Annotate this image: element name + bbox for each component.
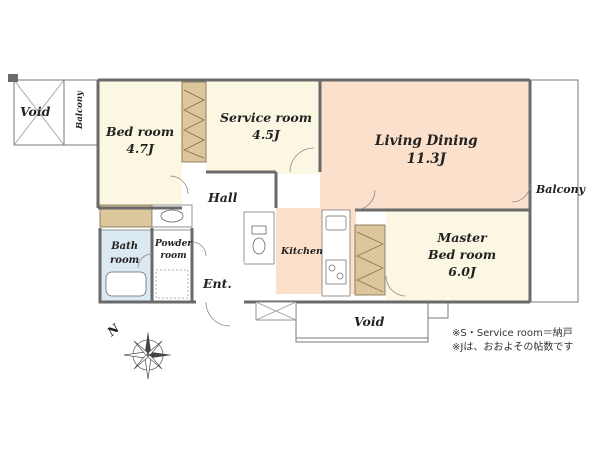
- master-label: Master Bed room 6.0J: [428, 230, 496, 281]
- living-dining-label: Living Dining 11.3J: [375, 132, 478, 168]
- service-room-label: Service room 4.5J: [220, 110, 312, 144]
- closet-master: [354, 224, 386, 296]
- living-dining-name: Living Dining: [375, 133, 478, 149]
- hall-label: Hall: [208, 190, 238, 205]
- kitchen-label: Kitchen: [281, 246, 323, 257]
- compass-rose: [123, 331, 172, 380]
- service-room-area: [206, 80, 320, 174]
- service-room-size: 4.5J: [252, 126, 280, 142]
- powder-line2: room: [160, 251, 187, 262]
- bedroom-size: 4.7J: [126, 140, 154, 156]
- powder-line1: Powder: [155, 239, 193, 249]
- living-dining-area: [320, 80, 530, 210]
- note-line1: ※S・Service room＝納戸: [452, 328, 573, 339]
- living-dining-size: 11.3J: [406, 151, 446, 168]
- bath-line1: Bath: [111, 241, 139, 252]
- door-swings: [137, 147, 531, 327]
- master-size: 6.0J: [448, 263, 476, 279]
- master-area: [386, 210, 530, 302]
- void-bottom-area: [295, 301, 429, 343]
- entrance-area: [196, 262, 244, 302]
- master-line2: Bed room: [428, 246, 497, 262]
- note-line2: ※Jは、おおよその帖数です: [452, 341, 574, 353]
- bedroom-area: [98, 80, 182, 208]
- void-bottom-label: Void: [354, 314, 385, 329]
- void-left-label: Void: [20, 104, 51, 119]
- bath-line2: room: [110, 254, 140, 266]
- closet-service: [181, 81, 207, 163]
- powder-label: Powder room: [155, 238, 192, 262]
- master-line1: Master: [437, 230, 487, 245]
- entrance-label: Ent.: [203, 276, 232, 291]
- notes-block: ※S・Service room＝納戸 ※Jは、おおよその帖数です: [452, 327, 573, 354]
- bath-label: Bath room: [110, 240, 139, 267]
- bedroom-name: Bed room: [106, 124, 175, 139]
- balcony-left-label: Balcony: [75, 91, 85, 129]
- bedroom-label: Bed room 4.7J: [106, 124, 174, 158]
- walls: [96, 78, 532, 304]
- service-room-name: Service room: [220, 110, 312, 125]
- balcony-left-area: [63, 79, 99, 146]
- balcony-right-label: Balcony: [536, 183, 586, 196]
